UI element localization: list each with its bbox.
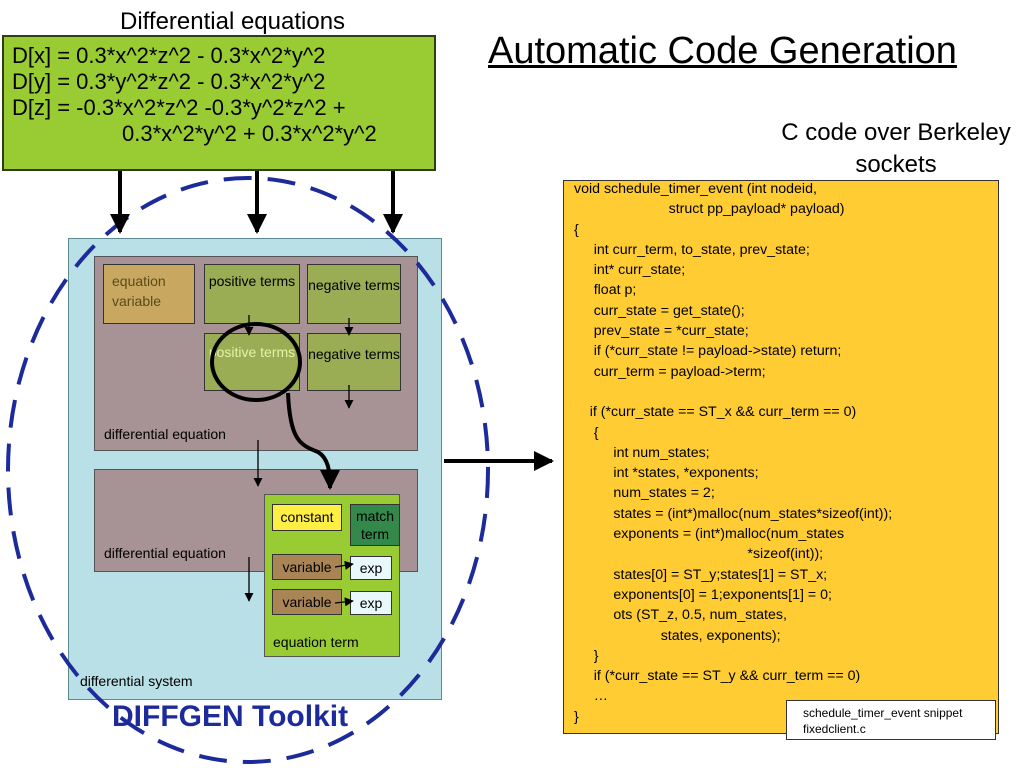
code-line: num_states = 2;	[574, 485, 715, 502]
variable-box-2: variable	[272, 589, 342, 615]
code-line: {	[574, 424, 599, 441]
snippet-file: fixedclient.c	[803, 722, 866, 736]
code-line: *sizeof(int));	[574, 546, 824, 563]
equation-dz: D[z] = -0.3*x^2*z^2 -0.3*y^2*z^2 +	[12, 95, 346, 120]
c-code-heading: C code over Berkeley sockets	[781, 119, 1011, 178]
code-line: states = (int*)malloc(num_states*sizeof(…	[574, 505, 893, 522]
code-line: int *states, *exponents;	[574, 465, 759, 482]
equation-dz-continued: 0.3*x^2*y^2 + 0.3*x^2*y^2	[122, 121, 377, 146]
code-line: }	[574, 708, 579, 725]
differential-equation-label-1: differential equation	[104, 426, 226, 442]
code-line: exponents[0] = 1;exponents[1] = 0;	[574, 586, 832, 603]
code-line	[574, 382, 892, 402]
exp-box-2: exp	[350, 591, 392, 615]
code-line: if (*curr_state == ST_y && curr_term == …	[574, 668, 861, 685]
differential-equations-title: Differential equations	[120, 8, 346, 35]
snippet-caption: schedule_timer_event snippet fixedclient…	[786, 700, 996, 740]
equation-term-label: equation term	[273, 634, 359, 650]
differential-system-label: differential system	[80, 673, 193, 689]
variable-box-1: variable	[272, 554, 342, 580]
code-line: int num_states;	[574, 444, 710, 461]
code-line: void schedule_timer_event (int nodeid,	[574, 181, 817, 197]
code-line: prev_state = *curr_state;	[574, 323, 749, 340]
exp-box-1: exp	[350, 556, 392, 580]
code-line: exponents = (int*)malloc(num_states	[574, 526, 845, 543]
code-box: void schedule_timer_event (int nodeid, s…	[563, 180, 999, 734]
equation-dx: D[x] = 0.3*x^2*z^2 - 0.3*x^2*y^2	[12, 43, 326, 68]
code-line: if (*curr_state != payload->state) retur…	[574, 343, 842, 360]
code-line: float p;	[574, 282, 637, 299]
snippet-title: schedule_timer_event snippet	[803, 706, 963, 720]
slide-title: Automatic Code Generation	[488, 30, 957, 72]
positive-terms-box-2: positive terms	[204, 333, 300, 391]
equation-variable-box: equation variable	[103, 264, 195, 324]
code-line: states[0] = ST_y;states[1] = ST_x;	[574, 566, 828, 583]
equation-dy: D[y] = 0.3*y^2*z^2 - 0.3*x^2*y^2	[12, 69, 326, 94]
code-line: }	[574, 647, 599, 664]
code-line: curr_state = get_state();	[574, 302, 745, 319]
constant-box: constant	[272, 504, 342, 531]
code-line: curr_term = payload->term;	[574, 363, 766, 380]
code-line: int curr_term, to_state, prev_state;	[574, 241, 810, 258]
match-term-box: match term	[350, 504, 400, 546]
code-line: int* curr_state;	[574, 262, 686, 279]
code-line: struct pp_payload* payload)	[574, 201, 845, 218]
positive-terms-box-1: positive terms	[204, 264, 300, 324]
differential-equations-box: D[x] = 0.3*x^2*z^2 - 0.3*x^2*y^2 D[y] = …	[2, 35, 436, 171]
code-listing: void schedule_timer_event (int nodeid, s…	[574, 179, 892, 727]
code-line: …	[574, 688, 608, 705]
code-line: states, exponents);	[574, 627, 781, 644]
toolkit-name: DIFFGEN Toolkit	[112, 700, 349, 733]
code-line: ots (ST_z, 0.5, num_states,	[574, 607, 787, 624]
differential-equation-label-2: differential equation	[104, 545, 226, 561]
code-line: if (*curr_state == ST_x && curr_term == …	[574, 404, 857, 421]
code-line: {	[574, 221, 579, 238]
negative-terms-box-2: negative terms	[307, 333, 401, 391]
negative-terms-box-1: negative terms	[307, 264, 401, 324]
